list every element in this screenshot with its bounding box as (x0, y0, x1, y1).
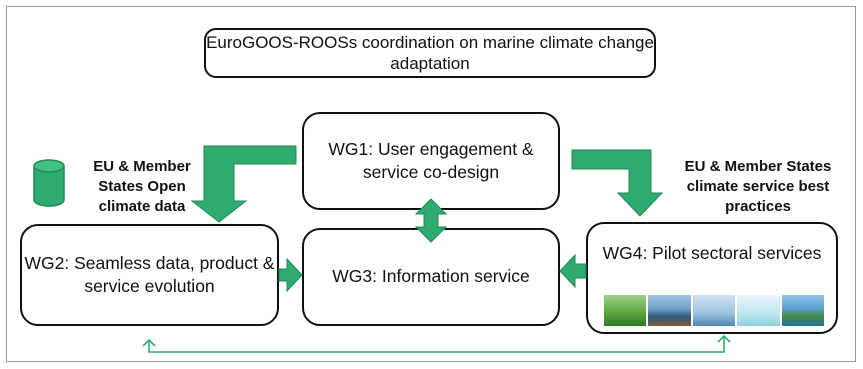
shipping-photo (648, 295, 691, 326)
wind-turbine-photo (692, 295, 736, 326)
figure-frame (6, 6, 856, 362)
sector-photo-strip (604, 295, 825, 326)
wg4-to-wg3-arrow (559, 253, 587, 289)
wg2-node: WG2: Seamless data, product & service ev… (20, 224, 279, 326)
agriculture-photo (604, 295, 647, 326)
best-practices-label: EU & Member States climate service best … (684, 158, 832, 215)
diagram-title: EuroGOOS-ROOSs coordination on marine cl… (204, 28, 656, 78)
wg2-wg4-feedback-arrow (142, 334, 731, 353)
open-climate-data-label: EU & Member States Open climate data (93, 158, 191, 215)
wg1-wg3-double-arrow (414, 198, 448, 243)
island-coast-photo (781, 295, 825, 326)
wg2-to-wg3-arrow (278, 257, 303, 293)
database-cylinder-icon (33, 159, 65, 207)
wg3-node: WG3: Information service (302, 228, 560, 326)
best-practices-arrow (571, 149, 664, 217)
open-data-arrow (190, 145, 297, 223)
fisheries-photo (737, 295, 780, 326)
